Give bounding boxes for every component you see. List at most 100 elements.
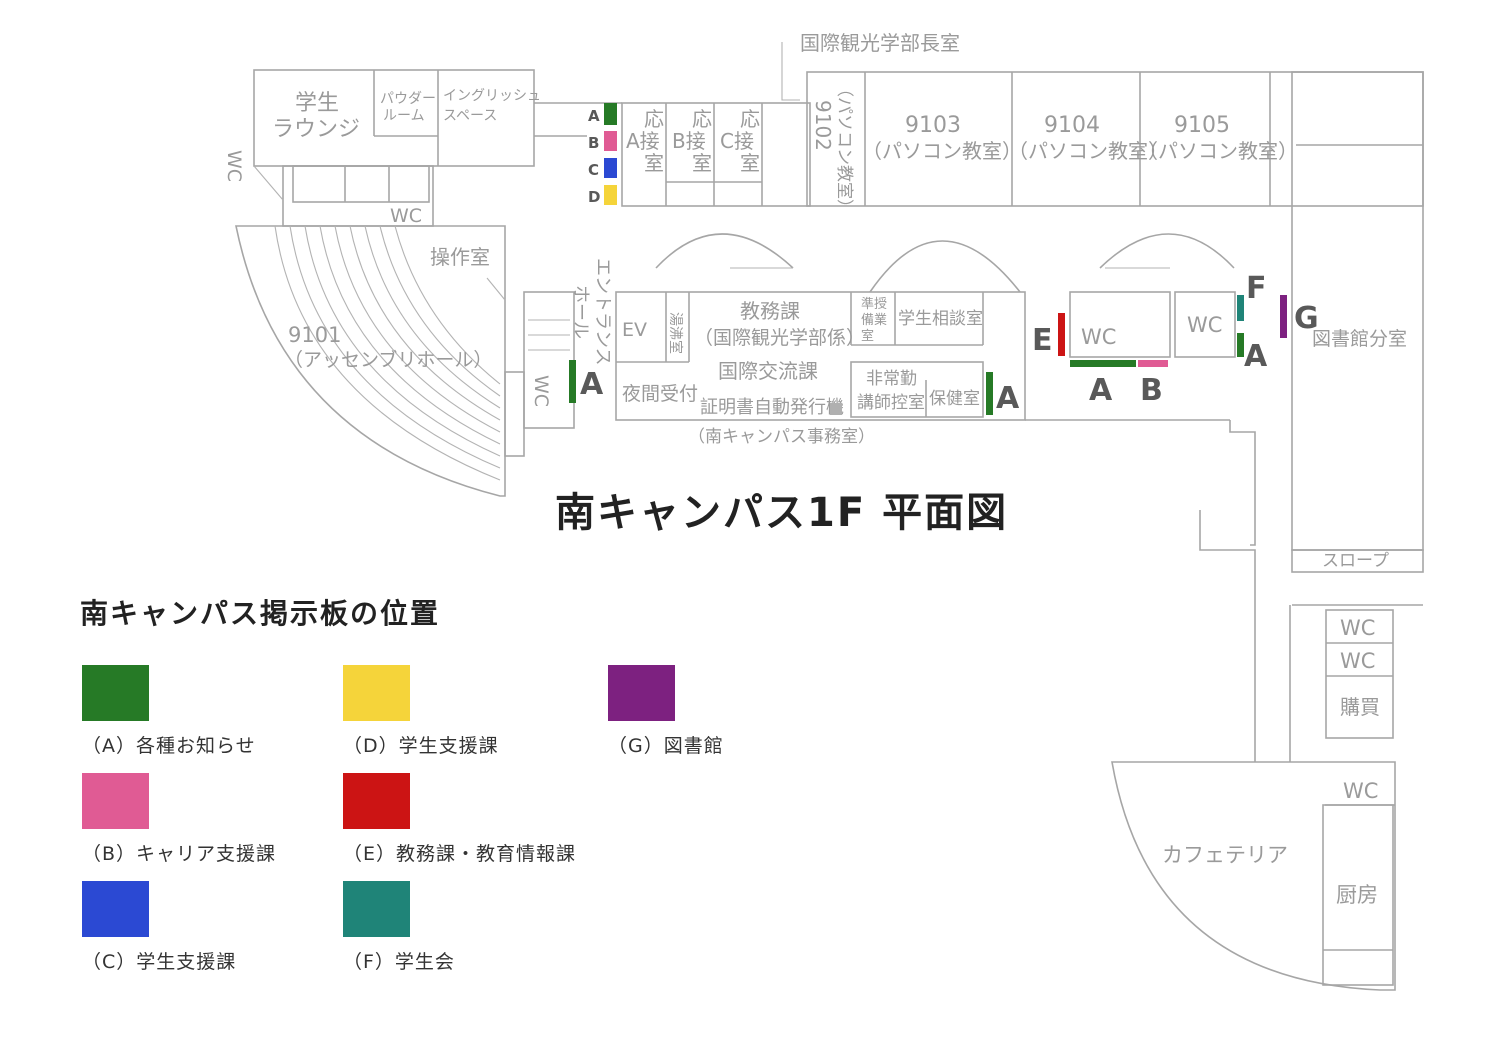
marker-letter-b: B	[588, 134, 599, 152]
room-label-ev: EV	[622, 319, 647, 341]
room-label-prep-room: 準授	[861, 296, 887, 312]
room-label-powder-room-2: ルーム	[383, 108, 425, 124]
room-label-dean-office: 国際観光学部長室	[800, 31, 960, 55]
room-label-slope: スロープ	[1322, 551, 1389, 571]
floor-plan-walls	[235, 42, 1424, 991]
marker-bar-a	[1070, 360, 1136, 367]
marker-letter-d: D	[588, 188, 600, 206]
room-label-reception-b-3: 室	[692, 151, 712, 175]
marker-bar-a	[569, 360, 576, 403]
room-labels: 国際観光学部長室 学生 ラウンジ パウダー ルーム イングリッシュ スペース 応…	[223, 31, 1407, 907]
legend-label-e: （E）教務課・教育情報課	[343, 843, 577, 865]
room-label-control-room: 操作室	[430, 245, 490, 269]
room-label-reception-c-2: C接	[720, 129, 754, 153]
room-label-prep-room-3: 室	[861, 328, 874, 344]
room-label-entrance-hall-2: ホール	[570, 285, 591, 339]
room-label-reception-c-3: 室	[740, 151, 760, 175]
room-label-prep-room-2: 備業	[861, 312, 887, 328]
legend-item-d: （D）学生支援課	[343, 665, 623, 758]
marker-bar-a	[986, 372, 993, 415]
room-label-reception-a-3: 室	[644, 151, 664, 175]
room-label-wc: WC	[1343, 779, 1378, 803]
map-title: 南キャンパス1F 平面図	[555, 490, 1009, 536]
room-label-reception-a-2: A接	[626, 129, 660, 153]
marker-letter-a: A	[996, 381, 1020, 416]
legend-swatch-d	[343, 665, 410, 721]
marker-letter-e: E	[1032, 323, 1053, 358]
room-label-reception-b-2: B接	[672, 129, 706, 153]
legend-swatch-a	[82, 665, 149, 721]
room-label-student-lounge: 学生	[295, 91, 339, 116]
room-label-hall-9101-number: 9101	[288, 323, 341, 347]
marker-letter-b: B	[1140, 373, 1163, 408]
room-label-9103-number: 9103	[905, 113, 961, 138]
marker-letter-a: A	[580, 367, 604, 402]
marker-bar-b	[604, 131, 617, 151]
legend-label-c: （C）学生支援課	[82, 951, 237, 973]
room-label-reception-b: 応	[692, 107, 712, 131]
room-label-wc: WC	[1187, 313, 1222, 337]
room-label-kitchen: 厨房	[1336, 883, 1378, 907]
room-label-9104-sub: （パソコン教室）	[1008, 139, 1168, 163]
legend-item-b: （B）キャリア支援課	[82, 773, 362, 866]
room-label-entrance-hall: エントランス	[592, 258, 613, 366]
room-label-english-space: イングリッシュ	[443, 88, 541, 104]
room-label-9103-sub: （パソコン教室）	[862, 139, 1022, 163]
room-label-reception-a: 応	[644, 107, 664, 131]
marker-letter-f: F	[1246, 271, 1267, 306]
marker-bar-b	[1138, 360, 1168, 367]
legend-title: 南キャンパス掲示板の位置	[80, 597, 441, 630]
marker-bar-g	[1280, 295, 1287, 338]
room-label-9102-sub: （パソコン教室）	[834, 80, 854, 216]
legend-label-g: （G）図書館	[608, 735, 724, 757]
room-label-kitchenette: 湯沸室	[667, 312, 684, 354]
room-label-wc: WC	[530, 375, 552, 407]
room-label-academic-affairs: 教務課	[740, 299, 800, 323]
legend-swatch-e	[343, 773, 410, 829]
marker-bar-f	[1237, 295, 1244, 321]
room-label-academic-affairs-2: （国際観光学部係）	[694, 327, 865, 349]
marker-bar-d	[604, 185, 617, 205]
room-label-student-lounge-2: ラウンジ	[272, 117, 360, 142]
certificate-machine-icon	[830, 403, 842, 415]
room-label-hall-9101-sub: （アッセンブリホール）	[284, 348, 492, 371]
marker-letter-a: A	[1089, 373, 1113, 408]
room-label-wc: WC	[1340, 649, 1375, 673]
room-label-wc: WC	[390, 205, 422, 227]
room-label-lecturer-room-2: 講師控室	[857, 393, 925, 413]
legend-item-f: （F）学生会	[343, 881, 623, 974]
legend-swatch-c	[82, 881, 149, 937]
marker-bar-a	[604, 103, 617, 125]
room-label-wc: WC	[223, 150, 245, 182]
room-label-9105-sub: （パソコン教室）	[1138, 139, 1298, 163]
room-label-certificate-machine: 証明書自動発行機	[700, 397, 844, 418]
room-label-library-branch: 図書館分室	[1312, 328, 1407, 350]
room-label-cafeteria: カフェテリア	[1162, 843, 1288, 867]
legend-label-f: （F）学生会	[343, 951, 455, 973]
notice-board-markers: A B C D A A E A B F A G	[569, 103, 1319, 416]
room-label-counseling: 学生相談室	[898, 309, 983, 329]
legend-item-g: （G）図書館	[608, 665, 888, 758]
room-label-9104-number: 9104	[1044, 113, 1100, 138]
legend-item-c: （C）学生支援課	[82, 881, 362, 974]
room-label-reception-c: 応	[740, 107, 760, 131]
marker-letter-a: A	[588, 107, 600, 125]
room-label-south-office: （南キャンパス事務室）	[688, 427, 875, 447]
legend-swatch-g	[608, 665, 675, 721]
room-label-lecturer-room: 非常勤	[866, 369, 917, 389]
legend-label-d: （D）学生支援課	[343, 735, 499, 757]
legend-item-e: （E）教務課・教育情報課	[343, 773, 623, 866]
marker-bar-c	[604, 158, 617, 178]
room-label-wc: WC	[1340, 616, 1375, 640]
legend-item-a: （A）各種お知らせ	[82, 665, 362, 758]
room-label-wc: WC	[1081, 325, 1116, 349]
room-label-night-reception: 夜間受付	[622, 383, 698, 405]
legend-swatch-f	[343, 881, 410, 937]
room-label-english-space-2: スペース	[443, 108, 497, 124]
room-label-9102-number: 9102	[811, 100, 835, 151]
legend-label-b: （B）キャリア支援課	[82, 843, 277, 865]
room-label-shop: 購買	[1340, 695, 1380, 719]
room-label-9105-number: 9105	[1174, 113, 1230, 138]
legend-swatch-b	[82, 773, 149, 829]
